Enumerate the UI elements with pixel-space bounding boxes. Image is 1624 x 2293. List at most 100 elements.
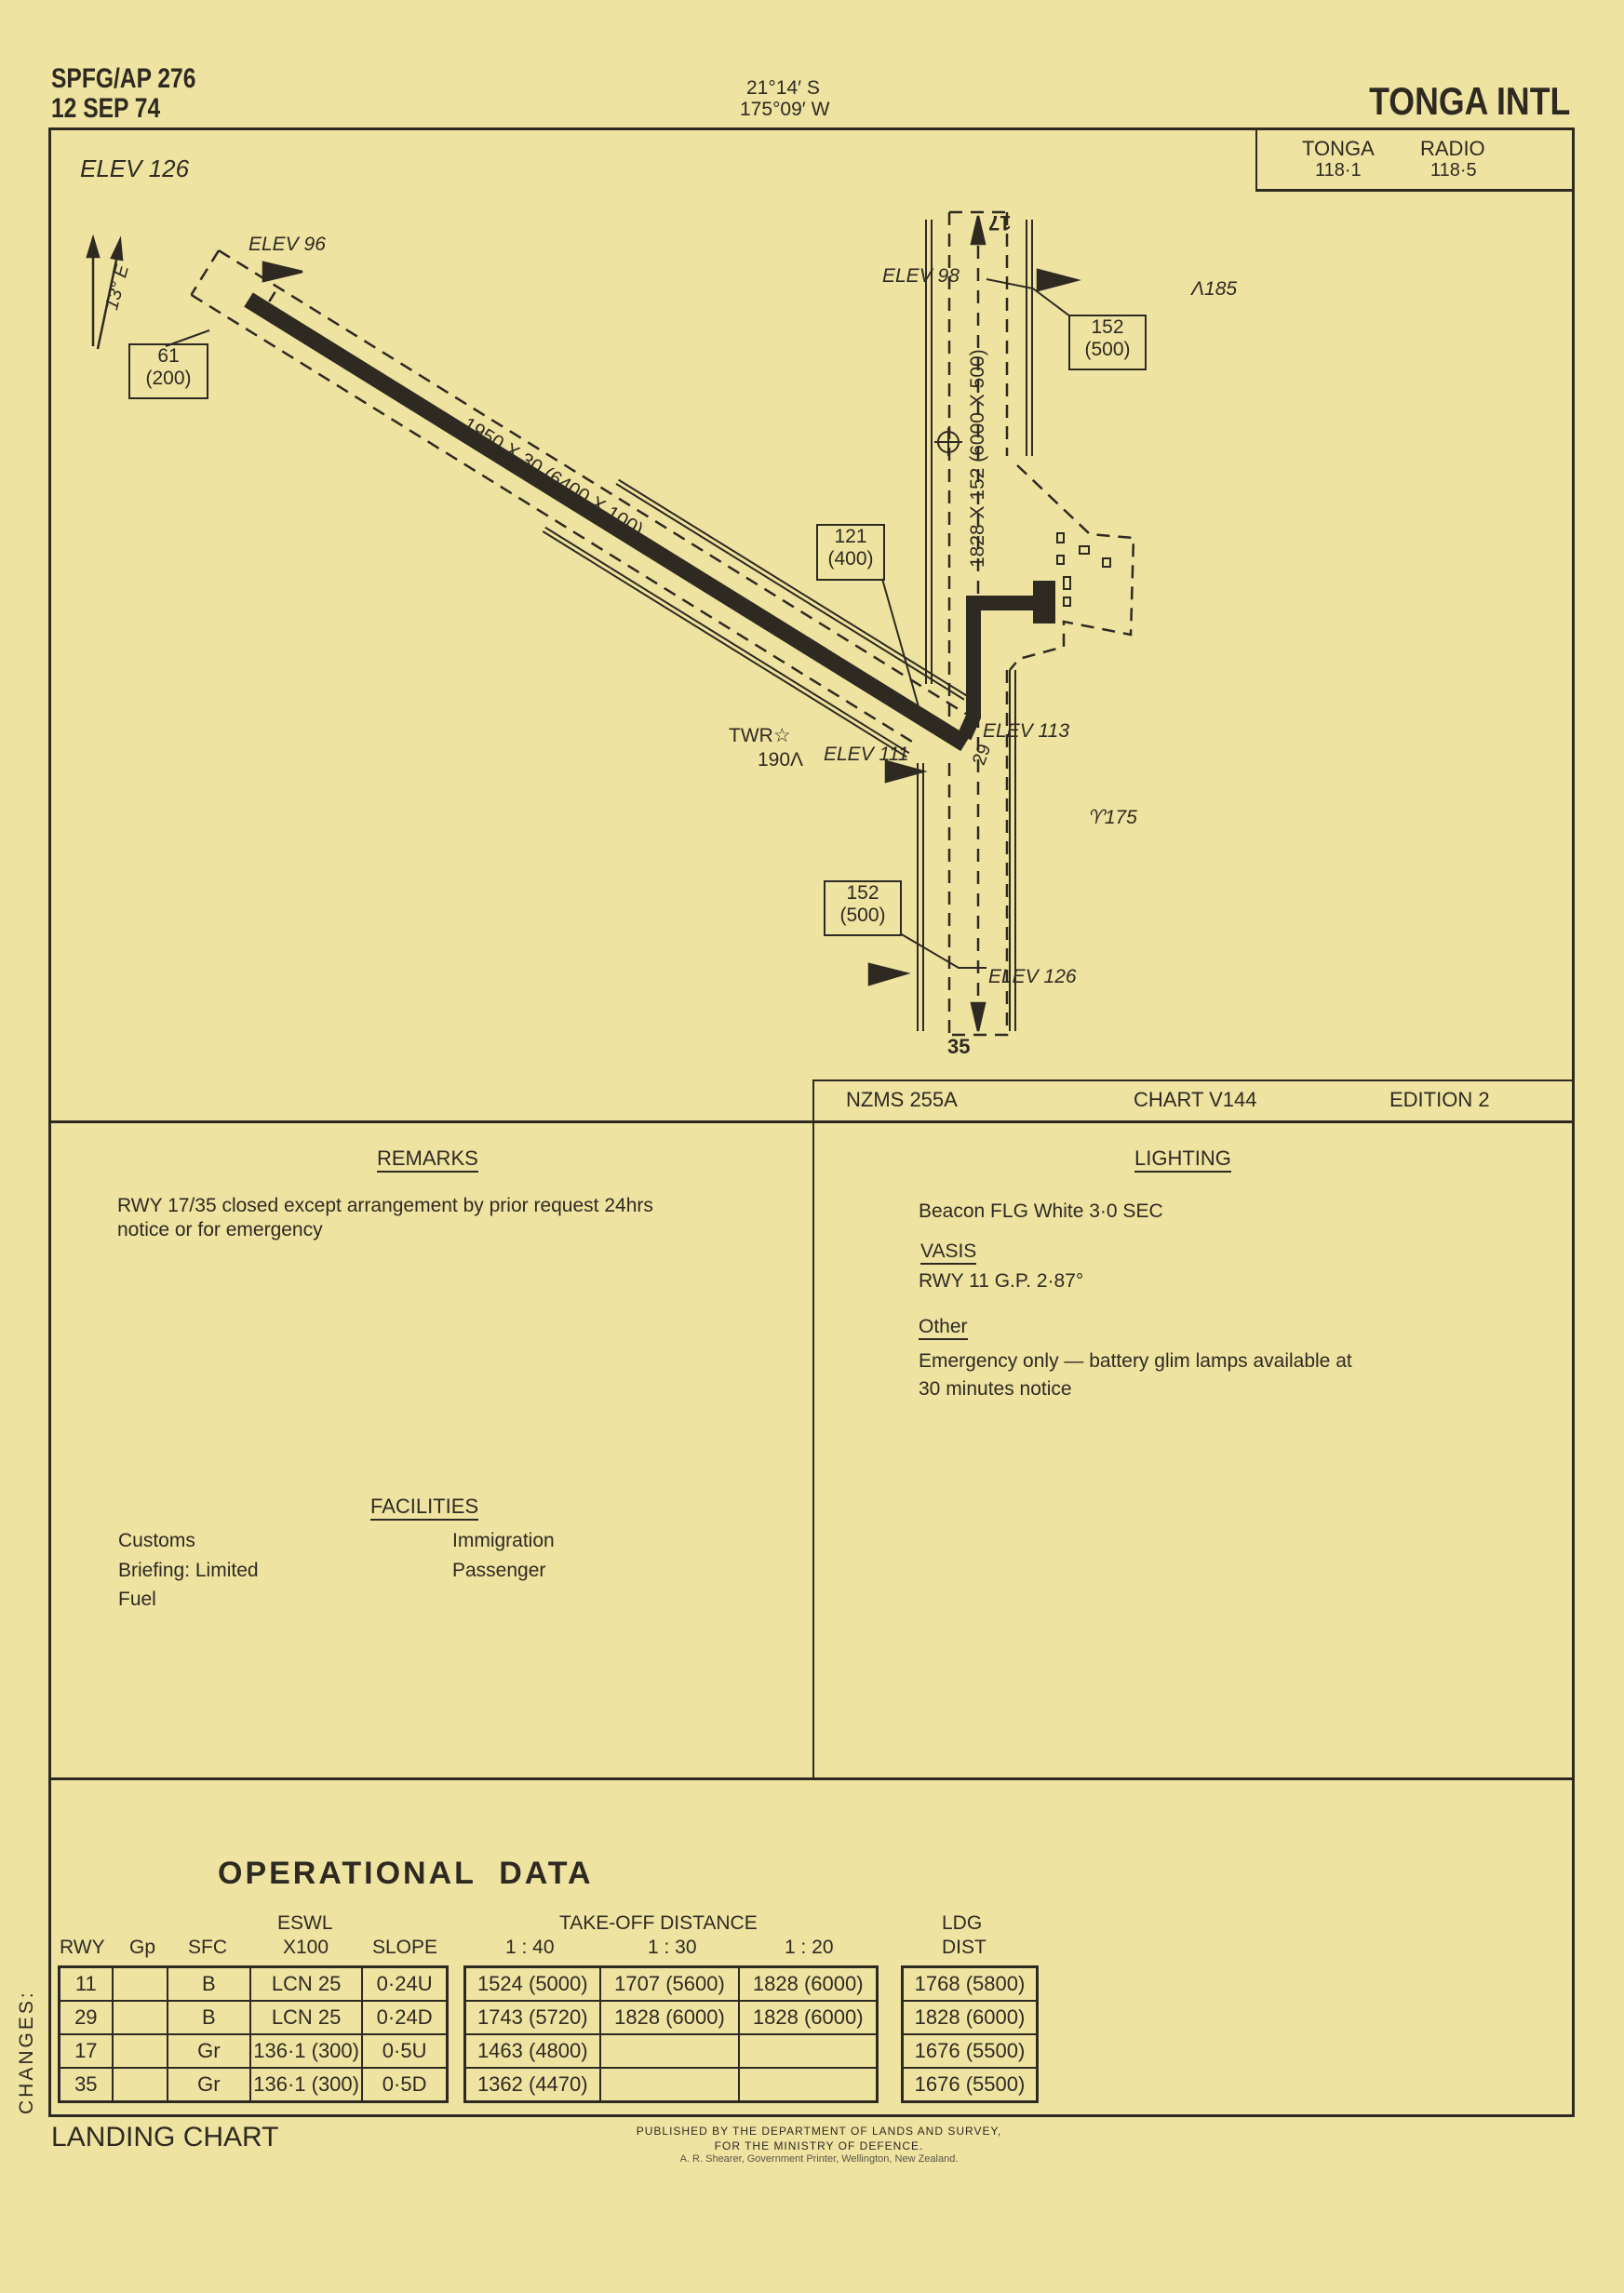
cell-sfc: B — [166, 1965, 251, 2002]
cell-slope: 0·24D — [361, 2000, 449, 2035]
arrow-south-icon — [970, 1001, 986, 1032]
obstacle-185-height: 185 — [1204, 278, 1238, 300]
runway-11-29-strip — [190, 249, 967, 745]
cell-tod-20: 1828 (6000) — [738, 2000, 879, 2035]
elev-126-threshold: ELEV 126 — [988, 966, 1077, 987]
elev-111: ELEV 111 — [824, 744, 909, 765]
vasis-heading: VASIS — [920, 1241, 977, 1265]
changes-label: CHANGES: — [16, 1990, 37, 2114]
table-row: 1362 (4470) — [463, 2067, 879, 2103]
cell-eswl: LCN 25 — [248, 1965, 364, 2002]
cell-slope: 0·24U — [361, 1965, 449, 2002]
takeoff-table: 1524 (5000)1707 (5600)1828 (6000) 1743 (… — [463, 1965, 879, 2103]
buildings — [1056, 532, 1111, 607]
runway-35-label: 35 — [947, 1035, 971, 1058]
publisher-line-1: PUBLISHED BY THE DEPARTMENT OF LANDS AND… — [636, 2125, 1002, 2138]
cell-tod-40: 1743 (5720) — [463, 2000, 601, 2035]
cell-sfc: Gr — [166, 2067, 251, 2103]
threshold-triangle-icon — [867, 962, 911, 986]
obstacle-icon: Λ — [790, 749, 804, 771]
box-152-bottom-m: 152 — [846, 882, 879, 904]
cell-sfc: B — [166, 2000, 251, 2035]
ops-title: OPERATIONAL DATA — [218, 1856, 594, 1891]
magnetic-north-arrow — [96, 235, 124, 350]
col-dist: DIST — [942, 1937, 986, 1958]
facility-customs: Customs — [118, 1530, 195, 1551]
facility-fuel: Fuel — [118, 1589, 156, 1610]
table-row: 1463 (4800) — [463, 2033, 879, 2069]
table-row: 1524 (5000)1707 (5600)1828 (6000) — [463, 1965, 879, 2002]
frame-top — [48, 127, 1575, 130]
ops-divider — [48, 1777, 1575, 1780]
beacon-info: Beacon FLG White 3·0 SEC — [919, 1200, 1163, 1222]
remarks-heading: REMARKS — [377, 1148, 478, 1173]
box-121-m: 121 — [834, 526, 867, 547]
runway-11-29-pavement — [244, 292, 970, 752]
col-1-30: 1 : 30 — [648, 1937, 697, 1958]
radio-freq-1: 118·1 — [1315, 160, 1362, 181]
box-61-m: 61 — [157, 345, 180, 367]
frame-bottom — [48, 2114, 1575, 2117]
apron — [1033, 581, 1055, 624]
cell-gp — [111, 1965, 168, 2002]
threshold-triangle-icon — [262, 261, 303, 283]
cell-gp — [111, 2033, 168, 2069]
box-121-ft: (400) — [827, 548, 874, 570]
runway-11-29 — [190, 249, 970, 758]
cell-tod-30 — [598, 2067, 741, 2103]
cell-rwy: 29 — [58, 2000, 114, 2035]
palm-175: ♈︎175 — [1087, 808, 1137, 827]
elev-98: ELEV 98 — [882, 265, 960, 287]
tower-text: TWR — [729, 725, 773, 746]
cell-ldg: 1676 (5500) — [901, 2067, 1039, 2103]
obstacle-icon: Λ — [1191, 278, 1205, 300]
facility-briefing: Briefing: Limited — [118, 1560, 259, 1581]
other-line-2: 30 minutes notice — [919, 1378, 1072, 1400]
landing-distance-table: 1768 (5800) 1828 (6000) 1676 (5500) 1676… — [901, 1965, 1039, 2103]
lighting-heading: LIGHTING — [1134, 1148, 1231, 1173]
elev-113: ELEV 113 — [983, 720, 1070, 742]
header-ldg: LDG — [942, 1912, 983, 1934]
threshold-mark — [268, 291, 276, 302]
cell-tod-40: 1524 (5000) — [463, 1965, 601, 2002]
chart-id: SPFG/AP 276 — [51, 63, 196, 94]
radio-name-1: TONGA — [1302, 137, 1375, 160]
facility-immigration: Immigration — [452, 1530, 555, 1551]
obstacle-185: Λ185 — [1191, 279, 1237, 299]
chart-series: NZMS 255A — [846, 1088, 958, 1111]
cell-eswl: LCN 25 — [248, 2000, 364, 2035]
col-sfc: SFC — [188, 1937, 227, 1958]
runway-17-35 — [917, 210, 1033, 1037]
radio-name-2: RADIO — [1420, 137, 1485, 160]
runway-17-label: 17 — [988, 211, 1012, 235]
vasis-info: RWY 11 G.P. 2·87° — [919, 1270, 1084, 1292]
box-61-ft: (200) — [145, 368, 192, 389]
header-eswl: ESWL — [277, 1912, 333, 1934]
column-divider — [812, 1079, 814, 1779]
tower-height-value: 190 — [758, 749, 791, 771]
chart-date: 12 SEP 74 — [51, 93, 161, 124]
box-61: 61(200) — [128, 343, 208, 399]
cell-eswl: 136·1 (300) — [248, 2067, 364, 2103]
cell-rwy: 35 — [58, 2067, 114, 2103]
chart-edition: EDITION 2 — [1389, 1088, 1490, 1111]
elev-96: ELEV 96 — [248, 234, 326, 255]
cell-slope: 0·5U — [361, 2033, 449, 2069]
remarks-line-2: notice or for emergency — [117, 1219, 323, 1240]
box-121: 121(400) — [816, 524, 885, 581]
true-north-arrow — [86, 234, 101, 346]
cell-tod-30 — [598, 2033, 741, 2069]
cell-ldg: 1768 (5800) — [901, 1965, 1039, 2002]
publisher-line-2: FOR THE MINISTRY OF DEFENCE. — [714, 2139, 924, 2152]
cell-sfc: Gr — [166, 2033, 251, 2069]
aerodrome-elevation: ELEV 126 — [80, 154, 190, 182]
cell-gp — [111, 2067, 168, 2103]
table-row: 1828 (6000) — [901, 2000, 1039, 2035]
cell-tod-20 — [738, 2033, 879, 2069]
other-heading: Other — [919, 1317, 968, 1340]
